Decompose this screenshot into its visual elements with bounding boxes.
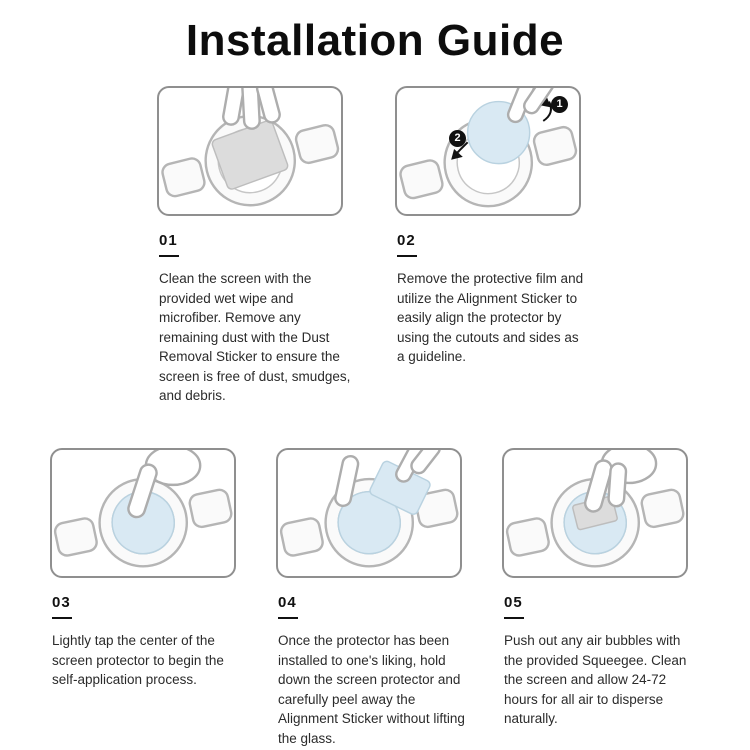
step-card-01: 01 Clean the screen with the provided we… <box>157 86 355 406</box>
film-alignment-illustration <box>399 88 578 208</box>
step-underline <box>159 255 179 257</box>
hand-icon <box>222 88 281 130</box>
wet-wipe-icon <box>211 119 289 190</box>
badge-step-2: 2 <box>449 130 466 147</box>
step-card-04: 04 Once the protector has been installed… <box>276 447 474 748</box>
step-number: 02 <box>397 232 416 249</box>
step-number: 05 <box>504 593 523 611</box>
hand-icon <box>506 88 555 124</box>
steps-row-2: 03 Lightly tap the center of the screen … <box>0 447 750 748</box>
step-card-05: 05 Push out any air bubbles with the pro… <box>502 447 700 729</box>
watch-cleaning-illustration <box>161 88 340 207</box>
squeegee-illustration <box>505 449 685 568</box>
step-underline <box>397 255 417 257</box>
step-number: 03 <box>52 593 71 611</box>
step-underline <box>52 616 72 619</box>
step-05-illustration-frame <box>502 447 688 578</box>
steps-row-1: 01 Clean the screen with the provided we… <box>0 86 750 406</box>
step-description: Clean the screen with the provided wet w… <box>159 271 351 404</box>
step-04-illustration-frame <box>276 447 462 578</box>
tap-center-illustration <box>53 449 233 568</box>
step-underline <box>278 616 298 619</box>
step-underline <box>504 616 524 619</box>
step-03-illustration-frame <box>50 447 236 578</box>
step-02-illustration-frame: 1 2 <box>395 86 581 216</box>
step-description: Once the protector has been installed to… <box>278 632 465 746</box>
peel-direction-arrow <box>451 141 469 160</box>
pushing-hand-icon <box>583 449 658 513</box>
step-description: Remove the protective film and utilize t… <box>397 271 584 365</box>
peel-sticker-illustration <box>279 449 459 568</box>
lift-direction-arrow <box>541 97 552 122</box>
step-number: 01 <box>159 232 178 249</box>
holding-hand-icon <box>334 449 441 507</box>
tapping-finger-icon <box>127 449 202 519</box>
step-description: Lightly tap the center of the screen pro… <box>52 632 224 688</box>
page-title: Installation Guide <box>185 16 565 65</box>
badge-step-1: 1 <box>551 96 568 113</box>
step-01-illustration-frame <box>157 86 343 216</box>
step-card-03: 03 Lightly tap the center of the screen … <box>50 447 248 690</box>
step-card-02: 1 2 02 Remove the protective film and ut… <box>395 86 593 367</box>
screen-protector-icon <box>337 490 401 555</box>
step-number: 04 <box>278 593 297 611</box>
step-description: Push out any air bubbles with the provid… <box>504 632 687 727</box>
